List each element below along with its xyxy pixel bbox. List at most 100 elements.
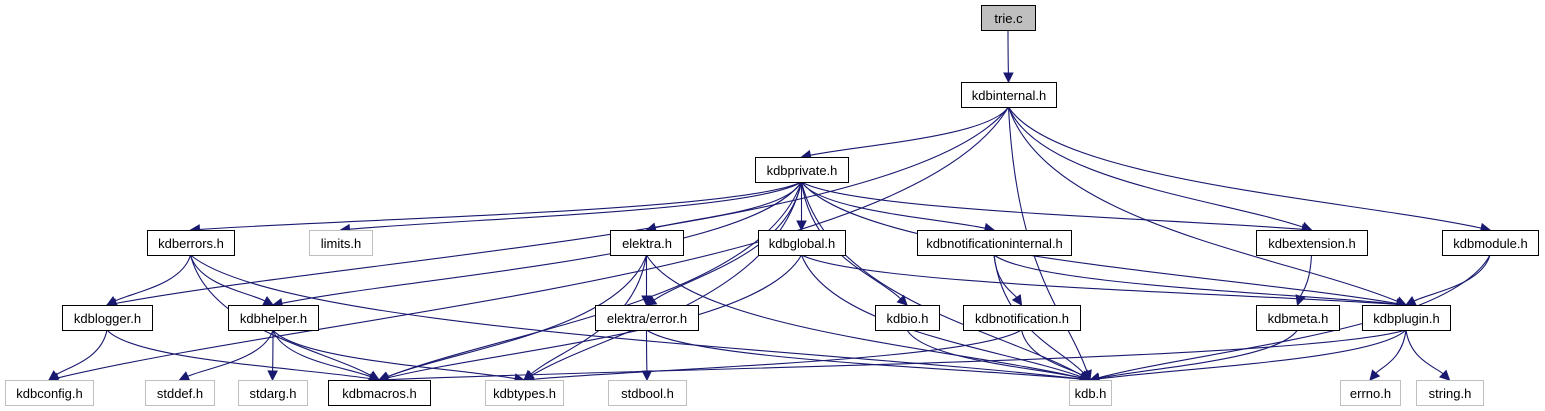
edge-line — [189, 254, 266, 302]
node-label: limits.h — [321, 236, 361, 251]
node-kdbextension-h[interactable]: kdbextension.h — [1256, 230, 1368, 256]
edge-kdbinternal-h-to-kdbmodule-h — [1008, 106, 1492, 234]
node-kdbnotificationinternal-h[interactable]: kdbnotificationinternal.h — [917, 230, 1072, 256]
arrowhead-icon — [48, 370, 60, 381]
edge-kdbplugin-h-to-kdb-h — [1088, 329, 1407, 385]
edge-line — [387, 329, 1407, 381]
node-kdbhelper-h[interactable]: kdbhelper.h — [228, 305, 319, 331]
edge-kdblogger-h-to-kdbconfig-h — [48, 329, 108, 381]
node-kdbmacros-h[interactable]: kdbmacros.h — [328, 380, 431, 406]
edge-kdbglobal-h-to-kdbplugin-h — [801, 254, 1408, 310]
node-box — [147, 230, 235, 256]
node-box — [1256, 305, 1340, 331]
node-trie-c[interactable]: trie.c — [981, 5, 1036, 31]
node-kdberrors-h[interactable]: kdberrors.h — [147, 230, 235, 256]
node-stddef-h: stddef.h — [145, 380, 215, 406]
node-kdbglobal-h[interactable]: kdbglobal.h — [758, 230, 846, 256]
edge-kdbnotificationinternal-h-to-kdbnotification-h — [993, 254, 1023, 306]
node-label: kdblogger.h — [74, 311, 141, 326]
edge-kdbnotificationinternal-h-to-kdbplugin-h — [993, 254, 1408, 310]
node-box — [963, 305, 1081, 331]
node-box — [610, 230, 684, 256]
edge-line — [1020, 329, 1083, 376]
node-kdbtypes-h: kdbtypes.h — [485, 380, 564, 406]
edge-line — [1007, 106, 1304, 228]
node-label: kdbnotificationinternal.h — [926, 236, 1063, 251]
node-kdblogger-h[interactable]: kdblogger.h — [62, 305, 153, 331]
node-kdbinternal-h[interactable]: kdbinternal.h — [961, 82, 1057, 108]
edge-line — [199, 181, 802, 230]
edge-trie-c-to-kdbinternal-h — [1003, 29, 1014, 84]
node-label: kdbhelper.h — [240, 311, 307, 326]
node-limits-h: limits.h — [309, 230, 373, 256]
edge-kdbprivate-h-to-limits-h — [339, 181, 802, 235]
arrowhead-icon — [1003, 72, 1014, 84]
node-label: stdarg.h — [250, 386, 297, 401]
edge-line — [57, 106, 1009, 379]
edge-kdbprivate-h-to-kdberrors-h — [189, 181, 802, 235]
edge-line — [1299, 254, 1313, 297]
node-kdbmodule-h[interactable]: kdbmodule.h — [1442, 230, 1539, 256]
edge-line — [349, 181, 802, 230]
edge-line — [1405, 329, 1444, 375]
edge-line — [1098, 254, 1491, 379]
node-label: string.h — [1429, 386, 1472, 401]
node-elektra-error-h[interactable]: elektra/error.h — [595, 305, 699, 331]
node-label: kdberrors.h — [158, 236, 224, 251]
edge-line — [810, 106, 1009, 156]
arrowhead-icon — [1404, 296, 1417, 306]
edge-kdbinternal-h-to-kdbprivate-h — [800, 106, 1009, 161]
edge-line — [187, 329, 274, 377]
edge-line — [106, 329, 371, 380]
arrowhead-icon — [105, 296, 118, 306]
edge-line — [532, 329, 1022, 380]
edge-line — [1098, 329, 1298, 379]
edge-line — [1007, 106, 1398, 303]
node-elektra-h[interactable]: elektra.h — [610, 230, 684, 256]
edge-line — [801, 254, 1398, 305]
node-label: kdbextension.h — [1268, 236, 1355, 251]
node-box — [228, 305, 319, 331]
node-kdbplugin-h[interactable]: kdbplugin.h — [1362, 305, 1451, 331]
node-box — [485, 380, 564, 406]
node-label: kdbmeta.h — [1268, 311, 1329, 326]
node-label: kdbglobal.h — [769, 236, 836, 251]
arrowhead-icon — [1295, 294, 1306, 307]
node-kdbnotification-h[interactable]: kdbnotification.h — [963, 305, 1081, 331]
edge-kdberrors-h-to-kdbhelper-h — [189, 254, 274, 306]
edge-line — [801, 181, 986, 229]
edge-kdbprivate-h-to-kdbglobal-h — [796, 182, 807, 232]
edges-layer — [47, 29, 1492, 385]
node-kdbprivate-h[interactable]: kdbprivate.h — [755, 157, 849, 183]
edge-line — [646, 329, 1082, 380]
node-label: kdbinternal.h — [972, 88, 1046, 103]
edge-kdbmodule-h-to-kdbplugin-h — [1404, 254, 1491, 306]
edge-kdbhelper-h-to-stddef-h — [178, 329, 274, 381]
node-kdbio-h[interactable]: kdbio.h — [875, 305, 940, 331]
node-box — [1416, 380, 1484, 406]
node-box — [758, 230, 846, 256]
node-box — [1340, 380, 1401, 406]
node-stdbool-h: stdbool.h — [608, 380, 687, 406]
edge-line — [801, 181, 1398, 305]
edge-kdbhelper-h-to-stdarg-h — [267, 329, 278, 382]
node-box — [981, 5, 1036, 31]
edge-line — [800, 181, 901, 300]
edge-line — [1375, 329, 1407, 374]
edge-kdbplugin-h-to-string-h — [1405, 329, 1451, 381]
node-box — [62, 305, 153, 331]
node-box — [5, 380, 94, 406]
edge-line — [1413, 254, 1491, 302]
edge-line — [387, 254, 802, 379]
edge-elektra-error-h-to-stdbool-h — [641, 329, 653, 382]
edge-line — [281, 181, 802, 304]
node-kdbmeta-h[interactable]: kdbmeta.h — [1256, 305, 1340, 331]
node-label: stddef.h — [157, 386, 203, 401]
edge-kdbextension-h-to-kdbmeta-h — [1295, 254, 1313, 307]
edge-line — [993, 254, 1085, 374]
arrowhead-icon — [1438, 369, 1451, 381]
edge-line — [189, 254, 372, 377]
edge-kdbplugin-h-to-errno-h — [1369, 329, 1407, 381]
node-box — [309, 230, 373, 256]
